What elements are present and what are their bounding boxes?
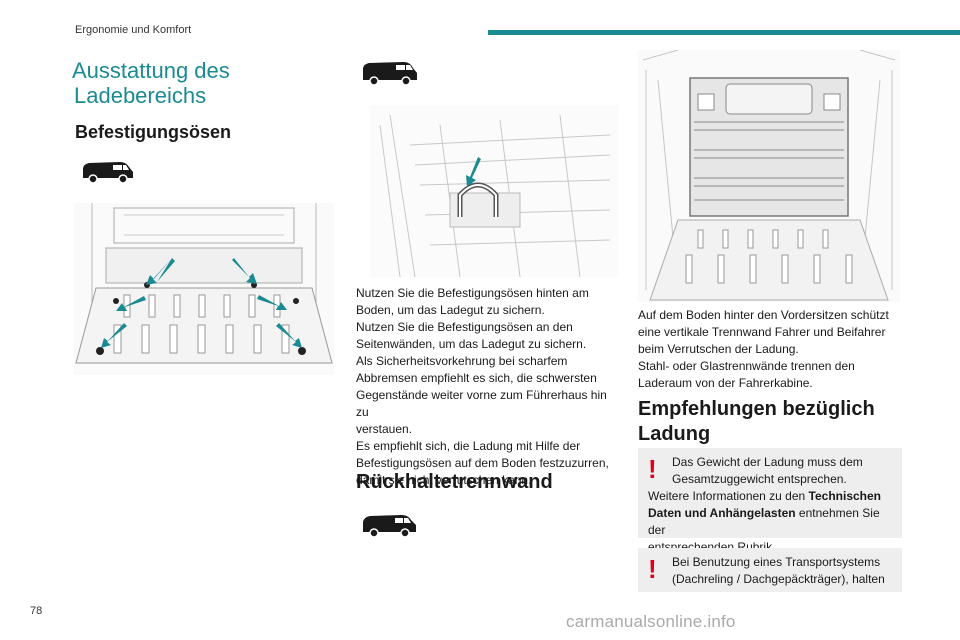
text-line: Als Sicherheitsvorkehrung bei scharfem bbox=[356, 354, 568, 368]
section-heading-befestigungsoesen: Befestigungsösen bbox=[75, 122, 232, 142]
text-line: Boden, um das Ladegut zu sichern. bbox=[356, 303, 545, 317]
cargo-floor-anchors-illustration bbox=[74, 203, 334, 375]
text-line: Stahl- oder Glastrennwände trennen den bbox=[638, 359, 855, 373]
text-line: verstauen. bbox=[356, 422, 413, 436]
section-heading-empfehlungen: Empfehlungen bezüglich Ladung bbox=[638, 397, 875, 447]
section-heading-rueckhaltetrennwand: Rückhaltetrennwand bbox=[356, 471, 553, 493]
text-line: damit sie nicht verrutschen kann. bbox=[356, 473, 532, 487]
page-title-line1: Ausstattung des bbox=[72, 58, 230, 83]
text-line: Das Gewicht der Ladung muss dem bbox=[672, 455, 863, 469]
anchor-ring-detail-illustration bbox=[370, 105, 618, 278]
text-line: Gegenstände weiter vorne zum Führerhaus … bbox=[356, 388, 607, 419]
heading-line: Ladung bbox=[638, 423, 711, 445]
text-fragment-bold: Technischen bbox=[808, 489, 882, 503]
text-line: Befestigungsösen auf dem Boden festzuzur… bbox=[356, 456, 609, 470]
warning-note-weight: ! Das Gewicht der Ladung muss dem Gesamt… bbox=[638, 448, 902, 554]
text-fragment: entnehmen Sie der bbox=[648, 506, 880, 537]
text-line: Gesamtzuggewicht entsprechen. bbox=[672, 472, 847, 486]
text-line: eine vertikale Trennwand Fahrer und Beif… bbox=[638, 325, 886, 339]
van-icon bbox=[360, 510, 420, 540]
note-text: Bei Benutzung eines Transportsystems (Da… bbox=[672, 554, 894, 588]
van-icon bbox=[360, 58, 420, 88]
section-header: Ergonomie und Komfort bbox=[75, 24, 192, 36]
page-title: Ausstattung des Ladebereichs bbox=[72, 58, 230, 108]
partition-wall-illustration bbox=[638, 49, 900, 302]
text-fragment: Weitere Informationen zu den bbox=[648, 489, 809, 503]
heading-line: Empfehlungen bezüglich bbox=[638, 398, 875, 420]
text-fragment-bold: Daten und Anhängelasten bbox=[648, 506, 796, 520]
warning-icon: ! bbox=[648, 454, 657, 484]
watermark: carmanualsonline.info bbox=[566, 612, 736, 631]
text-line: beim Verrutschen der Ladung. bbox=[638, 342, 799, 356]
partition-paragraph: Auf dem Boden hinter den Vordersitzen sc… bbox=[638, 307, 900, 392]
anchors-paragraph: Nutzen Sie die Befestigungsösen hinten a… bbox=[356, 285, 618, 489]
header-accent-bar bbox=[488, 30, 960, 35]
text-line: Es empfiehlt sich, die Ladung mit Hilfe … bbox=[356, 439, 581, 453]
warning-icon: ! bbox=[648, 554, 657, 584]
page-number: 78 bbox=[30, 605, 43, 617]
page-title-line2: Ladebereichs bbox=[74, 83, 207, 108]
text-line: (Dachreling / Dachgepäckträger), halten bbox=[672, 572, 885, 586]
text-line: Laderaum von der Fahrerkabine. bbox=[638, 376, 813, 390]
text-line: Auf dem Boden hinter den Vordersitzen sc… bbox=[638, 308, 889, 322]
text-line: Seitenwänden, um das Ladegut zu sichern. bbox=[356, 337, 587, 351]
text-line: Weitere Informationen zu den Technischen bbox=[648, 488, 894, 505]
text-line: Nutzen Sie die Befestigungsösen hinten a… bbox=[356, 286, 589, 300]
warning-note-roof-rack: ! Bei Benutzung eines Transportsystems (… bbox=[638, 548, 902, 592]
note-text: Das Gewicht der Ladung muss dem Gesamtzu… bbox=[672, 454, 894, 488]
text-line: Nutzen Sie die Befestigungsösen an den bbox=[356, 320, 573, 334]
text-line: Abbremsen empfiehlt es sich, die schwers… bbox=[356, 371, 597, 385]
note-text: Weitere Informationen zu den Technischen… bbox=[648, 488, 894, 556]
text-line: Bei Benutzung eines Transportsystems bbox=[672, 555, 881, 569]
van-icon bbox=[80, 158, 136, 186]
text-line: Daten und Anhängelasten entnehmen Sie de… bbox=[648, 505, 894, 539]
